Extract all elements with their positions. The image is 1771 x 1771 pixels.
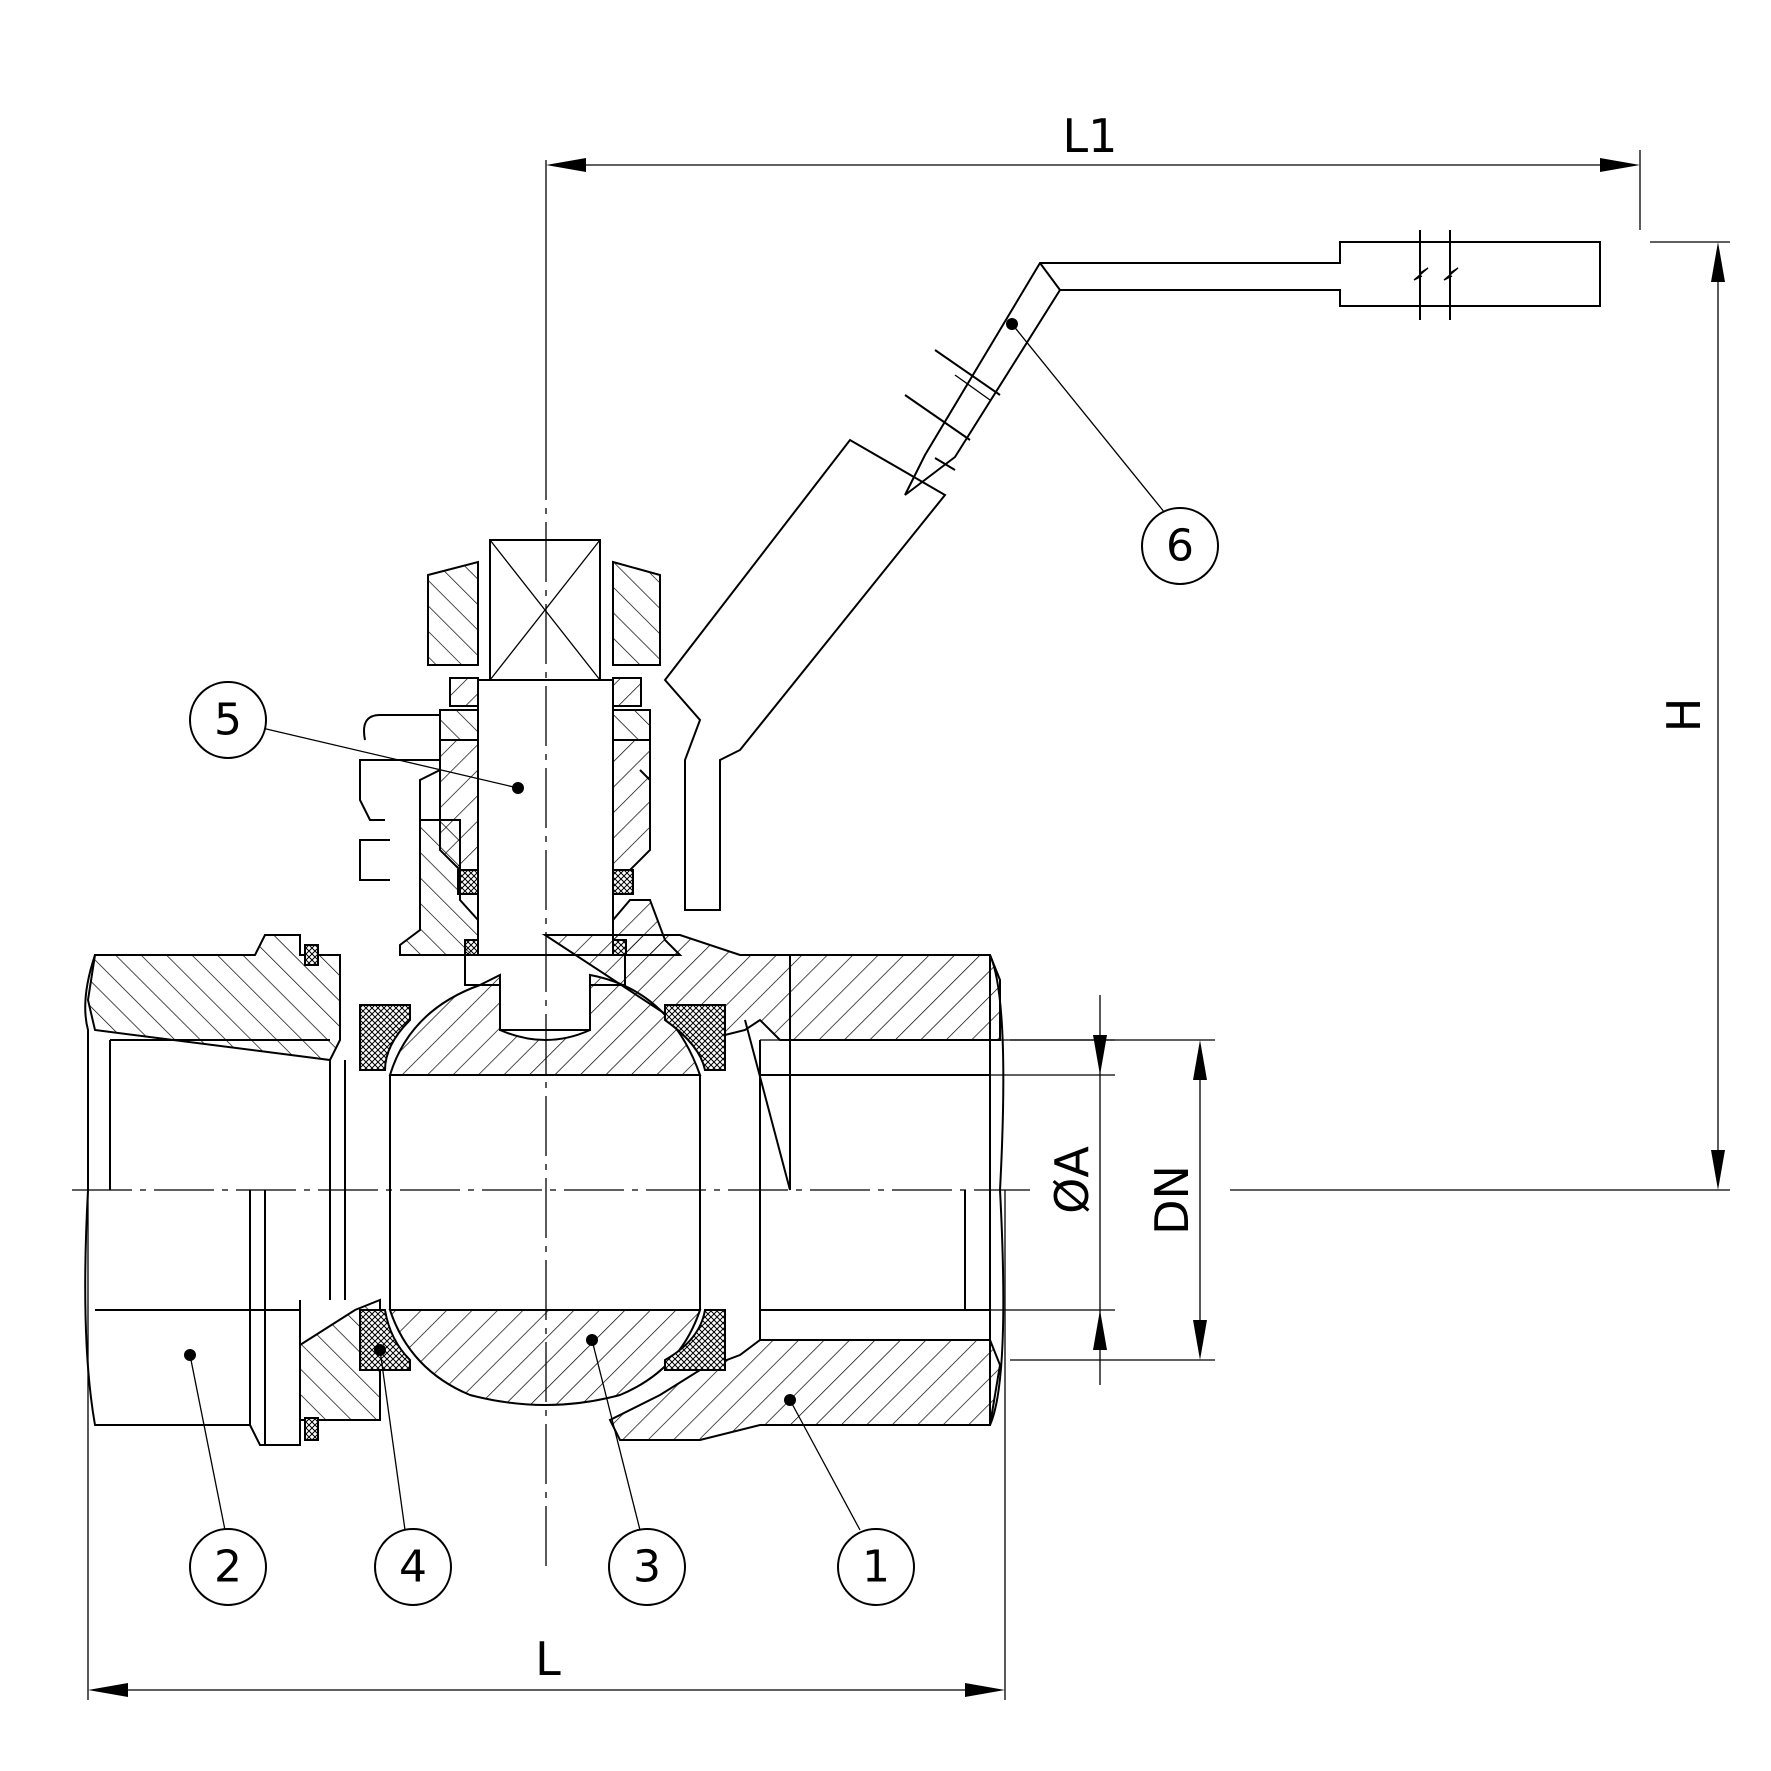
label-l1: L1 xyxy=(1063,109,1118,163)
dimension-dn: DN xyxy=(1010,1039,1215,1361)
dimension-h: H xyxy=(1230,241,1730,1191)
dimension-a: ØA xyxy=(760,995,1115,1385)
end-connector xyxy=(84,934,381,1446)
callout-1-label: 1 xyxy=(862,1542,890,1593)
callout-2: 2 xyxy=(189,1528,267,1606)
callout-6: 6 xyxy=(1141,507,1219,585)
callout-1: 1 xyxy=(837,1528,915,1606)
handle xyxy=(663,230,1601,911)
valve-body xyxy=(541,934,1005,1441)
dimension-l: L xyxy=(87,1190,1006,1700)
callout-5: 5 xyxy=(189,681,267,759)
stem-assembly xyxy=(359,539,683,1031)
callout-4: 4 xyxy=(374,1528,452,1606)
label-dn: DN xyxy=(1145,1165,1199,1235)
label-a: ØA xyxy=(1045,1146,1099,1214)
callout-3: 3 xyxy=(608,1528,686,1606)
callout-2-label: 2 xyxy=(214,1542,242,1593)
leader-lines xyxy=(184,318,1166,1531)
label-h: H xyxy=(1657,698,1711,733)
callout-6-label: 6 xyxy=(1166,521,1194,572)
callout-4-label: 4 xyxy=(399,1542,427,1593)
dimension-l1: L1 xyxy=(545,109,1641,440)
label-l: L xyxy=(535,1632,561,1686)
callout-3-label: 3 xyxy=(633,1542,661,1593)
seats xyxy=(304,944,726,1441)
callout-5-label: 5 xyxy=(214,695,242,746)
